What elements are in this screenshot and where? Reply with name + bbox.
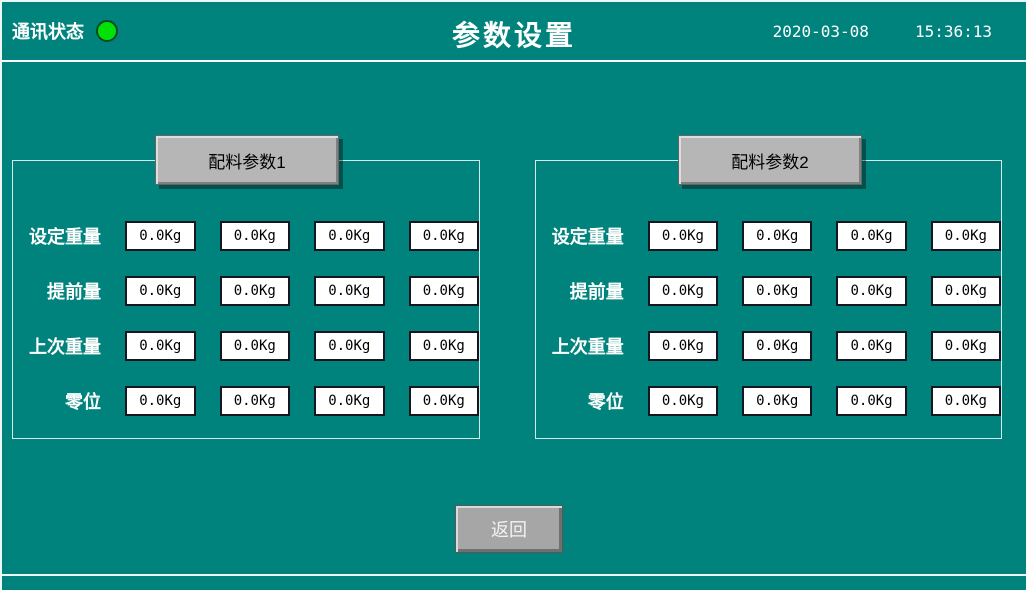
row-label: 提前量: [569, 282, 624, 302]
value-field[interactable]: 0.0Kg: [125, 276, 196, 306]
value-field[interactable]: 0.0Kg: [836, 276, 907, 306]
row-label: 零位: [65, 392, 102, 412]
return-button[interactable]: 返回: [455, 505, 563, 553]
value-field[interactable]: 0.0Kg: [314, 331, 385, 361]
value-field[interactable]: 0.0Kg: [930, 386, 1002, 416]
value-field[interactable]: 0.0Kg: [219, 386, 291, 416]
value-field[interactable]: 0.0Kg: [742, 331, 813, 361]
row-label: 提前量: [47, 282, 102, 302]
header-bar: 通讯状态 参数设置 2020-03-08 15:36:13: [2, 2, 1026, 62]
panel-rows: 设定重量 0.0Kg 0.0Kg 0.0Kg 0.0Kg 提前量 0.0Kg 0…: [536, 221, 1002, 441]
bottom-divider: [2, 574, 1026, 576]
comm-status-label: 通讯状态: [12, 22, 84, 42]
value-field[interactable]: 0.0Kg: [408, 221, 480, 251]
value-field[interactable]: 0.0Kg: [836, 331, 907, 361]
comm-status-light-icon: [96, 20, 118, 42]
panel-rows: 设定重量 0.0Kg 0.0Kg 0.0Kg 0.0Kg 提前量 0.0Kg 0…: [13, 221, 480, 441]
panel-title: 配料参数1: [155, 135, 339, 185]
value-field[interactable]: 0.0Kg: [219, 331, 291, 361]
row-label: 上次重量: [551, 337, 624, 357]
value-field[interactable]: 0.0Kg: [647, 221, 719, 251]
value-field[interactable]: 0.0Kg: [408, 276, 480, 306]
row-zero-position: 零位 0.0Kg 0.0Kg 0.0Kg 0.0Kg: [13, 386, 480, 416]
page-title: 参数设置: [451, 20, 576, 51]
batch-params-panel-2: 配料参数2 设定重量 0.0Kg 0.0Kg 0.0Kg 0.0Kg 提前量 0…: [535, 135, 1002, 441]
value-field[interactable]: 0.0Kg: [314, 386, 385, 416]
comm-status: 通讯状态: [12, 2, 118, 60]
value-field[interactable]: 0.0Kg: [647, 331, 719, 361]
value-field[interactable]: 0.0Kg: [125, 221, 196, 251]
value-field[interactable]: 0.0Kg: [408, 331, 480, 361]
row-advance-amount: 提前量 0.0Kg 0.0Kg 0.0Kg 0.0Kg: [13, 276, 480, 306]
value-field[interactable]: 0.0Kg: [219, 221, 291, 251]
row-label: 上次重量: [29, 337, 102, 357]
row-last-weight: 上次重量 0.0Kg 0.0Kg 0.0Kg 0.0Kg: [536, 331, 1002, 361]
value-field[interactable]: 0.0Kg: [647, 276, 719, 306]
value-field[interactable]: 0.0Kg: [930, 221, 1002, 251]
value-field[interactable]: 0.0Kg: [314, 221, 385, 251]
value-field[interactable]: 0.0Kg: [219, 276, 291, 306]
value-field[interactable]: 0.0Kg: [408, 386, 480, 416]
row-label: 零位: [587, 392, 624, 412]
panel-title: 配料参数2: [678, 135, 862, 185]
row-label: 设定重量: [551, 227, 624, 247]
row-label: 设定重量: [29, 227, 102, 247]
value-field[interactable]: 0.0Kg: [742, 221, 813, 251]
row-set-weight: 设定重量 0.0Kg 0.0Kg 0.0Kg 0.0Kg: [13, 221, 480, 251]
value-field[interactable]: 0.0Kg: [742, 276, 813, 306]
value-field[interactable]: 0.0Kg: [836, 221, 907, 251]
value-field[interactable]: 0.0Kg: [930, 276, 1002, 306]
row-zero-position: 零位 0.0Kg 0.0Kg 0.0Kg 0.0Kg: [536, 386, 1002, 416]
time-text: 15:36:13: [914, 21, 992, 41]
row-last-weight: 上次重量 0.0Kg 0.0Kg 0.0Kg 0.0Kg: [13, 331, 480, 361]
value-field[interactable]: 0.0Kg: [125, 386, 196, 416]
value-field[interactable]: 0.0Kg: [836, 386, 907, 416]
value-field[interactable]: 0.0Kg: [742, 386, 813, 416]
value-field[interactable]: 0.0Kg: [314, 276, 385, 306]
batch-params-panel-1: 配料参数1 设定重量 0.0Kg 0.0Kg 0.0Kg 0.0Kg 提前量 0…: [12, 135, 480, 441]
date-text: 2020-03-08: [772, 21, 869, 41]
value-field[interactable]: 0.0Kg: [930, 331, 1002, 361]
value-field[interactable]: 0.0Kg: [647, 386, 719, 416]
value-field[interactable]: 0.0Kg: [125, 331, 196, 361]
datetime: 2020-03-08 15:36:13: [773, 2, 992, 60]
row-advance-amount: 提前量 0.0Kg 0.0Kg 0.0Kg 0.0Kg: [536, 276, 1002, 306]
row-set-weight: 设定重量 0.0Kg 0.0Kg 0.0Kg 0.0Kg: [536, 221, 1002, 251]
